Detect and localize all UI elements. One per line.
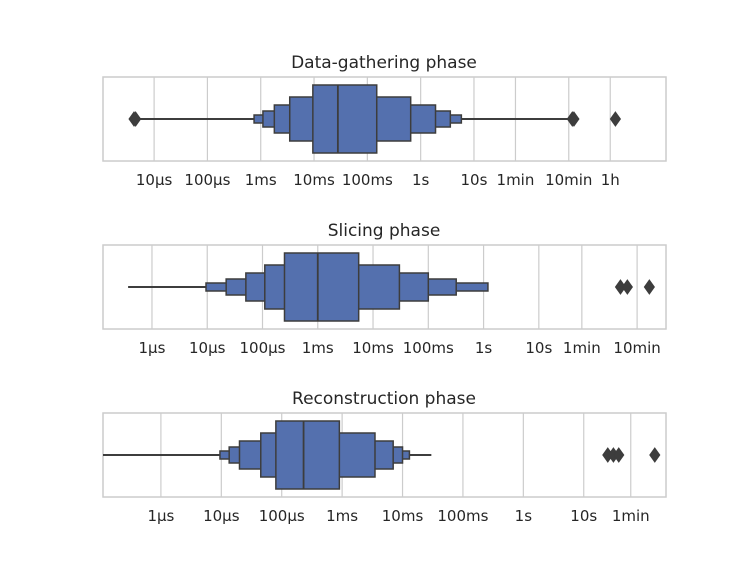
x-tick-label: 10µs	[203, 507, 240, 525]
x-tick-label: 1min	[563, 339, 601, 357]
x-tick-label: 1h	[601, 171, 620, 189]
x-tick-label: 1ms	[245, 171, 277, 189]
x-tick-label: 1s	[515, 507, 533, 525]
x-tick-label: 1s	[475, 339, 493, 357]
outlier-marker	[613, 447, 625, 463]
x-tick-label: 10min	[613, 339, 660, 357]
x-tick-label: 1s	[412, 171, 430, 189]
outlier-marker	[609, 111, 622, 127]
x-tick-label: 10s	[461, 171, 488, 189]
plot-frame	[102, 244, 667, 330]
panel-title: Slicing phase	[328, 221, 441, 241]
x-tick-label: 10s	[525, 339, 552, 357]
x-tick-label: 1ms	[302, 339, 334, 357]
x-tick-label: 10µs	[189, 339, 226, 357]
x-tick-label: 100µs	[184, 171, 230, 189]
outlier-marker	[568, 111, 580, 127]
panel-reconstruction: Reconstruction phase 1µs 10µs 100µs 1ms 10ms…	[102, 389, 667, 525]
outlier-marker	[643, 279, 655, 295]
x-tick-label: 1µs	[139, 339, 166, 357]
panel-slicing: Slicing phase 1µs 10µs 100µs 1ms 10ms 100ms 1s…	[102, 221, 667, 357]
x-tick-label: 1ms	[326, 507, 358, 525]
x-tick-label: 1min	[612, 507, 650, 525]
x-tick-label: 10ms	[352, 339, 394, 357]
boxen-box	[275, 420, 341, 490]
x-tick-label: 10ms	[293, 171, 335, 189]
x-tick-label: 1µs	[147, 507, 174, 525]
panel-title: Data-gathering phase	[291, 53, 477, 73]
outlier-marker	[649, 447, 661, 463]
plot-frame	[102, 76, 667, 162]
x-tick-label: 100ms	[342, 171, 393, 189]
x-tick-label: 100ms	[437, 507, 488, 525]
x-tick-label: 100µs	[259, 507, 305, 525]
x-tick-label: 10min	[545, 171, 592, 189]
panel-title: Reconstruction phase	[292, 389, 476, 409]
x-tick-label: 10s	[570, 507, 597, 525]
outlier-marker	[130, 111, 142, 127]
x-tick-label: 100ms	[403, 339, 454, 357]
boxen-box	[312, 84, 378, 154]
x-tick-label: 1min	[497, 171, 535, 189]
x-tick-label: 10ms	[382, 507, 424, 525]
x-tick-label: 10µs	[136, 171, 173, 189]
x-tick-label: 100µs	[240, 339, 286, 357]
boxen-box	[283, 252, 360, 322]
panel-data-gathering: Data-gathering phase 10µs 100µs 1ms 10ms 100…	[102, 53, 667, 189]
outlier-marker	[621, 279, 633, 295]
